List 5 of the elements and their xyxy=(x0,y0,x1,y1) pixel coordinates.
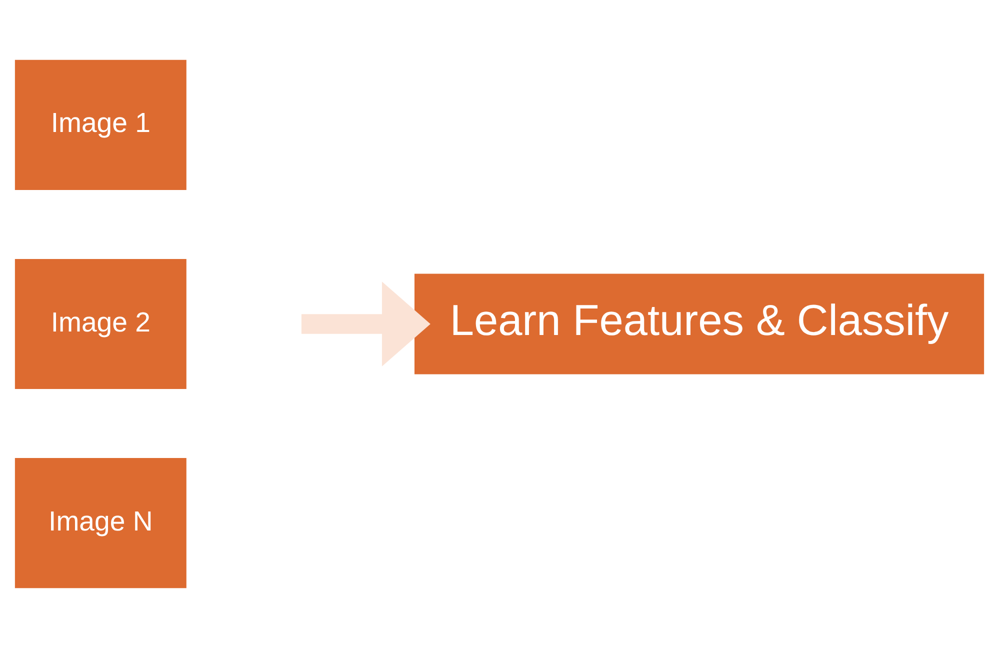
arrow xyxy=(301,281,430,366)
node-box: Image 2 xyxy=(14,258,186,389)
node-box: Learn Features & Classify xyxy=(414,273,984,374)
node-box: Image N xyxy=(14,458,186,588)
node-box: Image 1 xyxy=(14,59,186,190)
